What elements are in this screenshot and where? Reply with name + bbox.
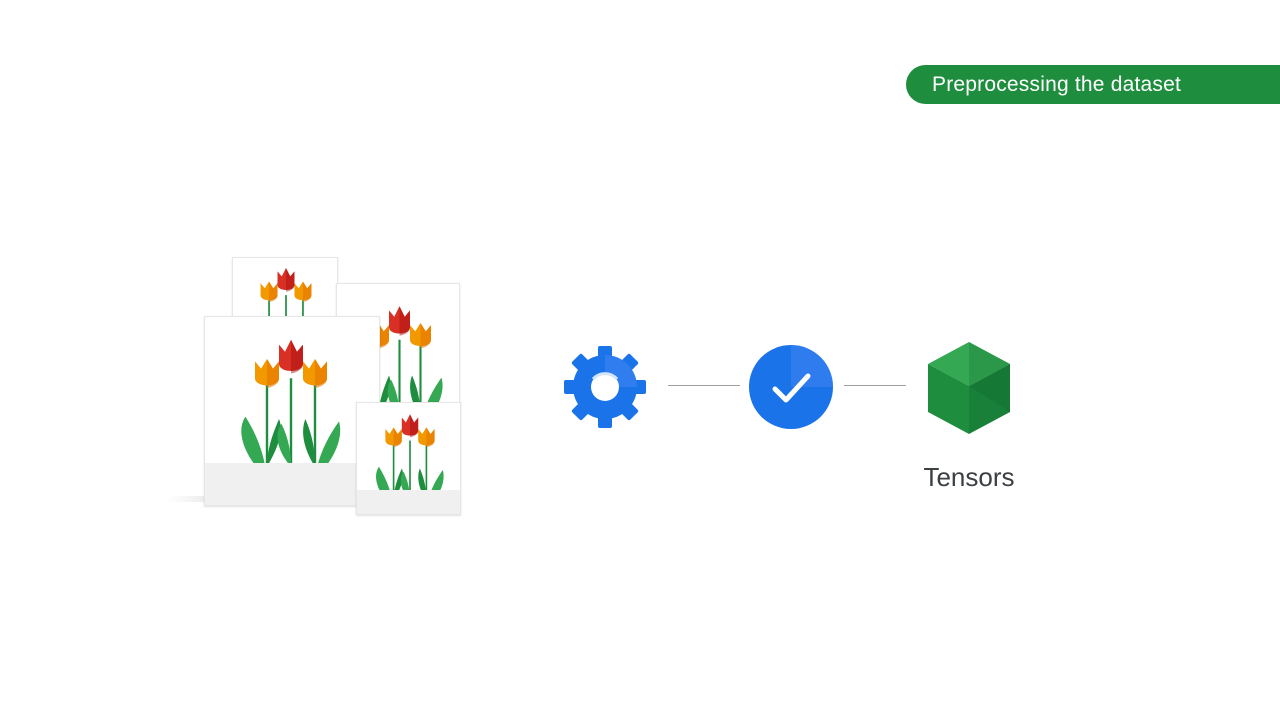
section-tag-label: Preprocessing the dataset <box>932 72 1181 96</box>
photo-card-back-left <box>232 257 338 321</box>
tulips-image <box>250 267 322 320</box>
tulips-image <box>375 413 445 493</box>
connector-line <box>668 385 740 386</box>
photo-card-caption-area <box>357 490 460 514</box>
photo-card-caption-area <box>205 463 379 505</box>
photo-card-front <box>204 316 380 506</box>
photo-card-small <box>356 402 461 515</box>
checkmark-circle-icon <box>749 345 833 429</box>
cube-icon <box>928 342 1010 434</box>
connector-line <box>844 385 906 386</box>
section-tag: Preprocessing the dataset <box>906 65 1280 104</box>
tulips-image <box>240 338 342 467</box>
tensors-label: Tensors <box>923 462 1015 492</box>
gear-icon <box>564 346 646 428</box>
photo-shadow <box>168 496 228 502</box>
images-stack-icon <box>160 250 470 530</box>
